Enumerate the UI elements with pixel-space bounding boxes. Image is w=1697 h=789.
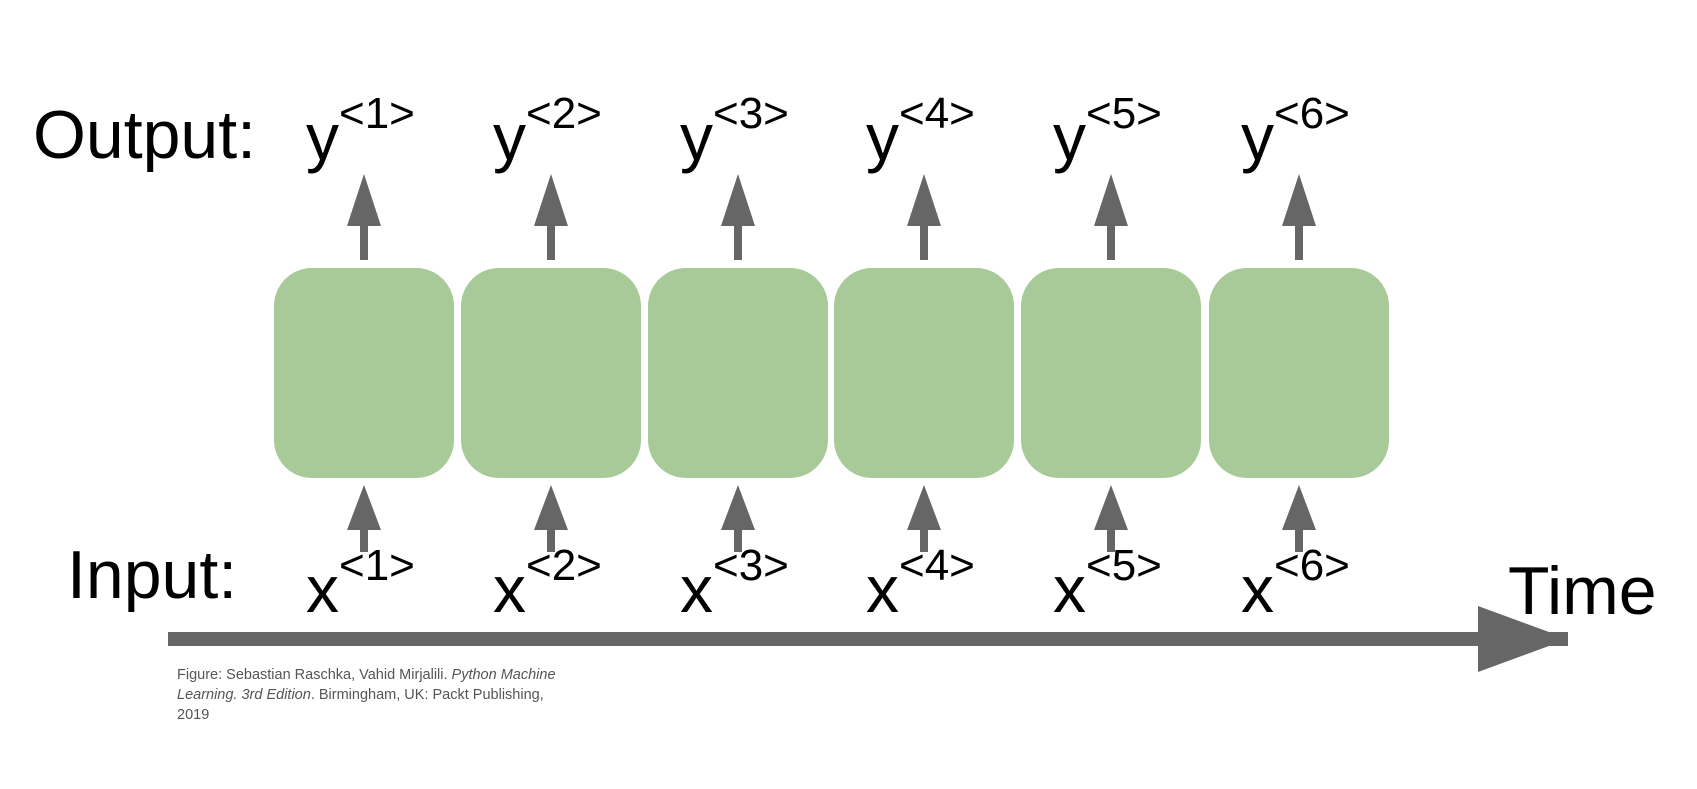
output-symbol: y<5> xyxy=(1053,89,1162,174)
rnn-cell xyxy=(274,268,454,478)
input-symbol: x<2> xyxy=(493,541,602,626)
output-symbol-base: y xyxy=(1053,100,1086,174)
rnn-cell xyxy=(834,268,1014,478)
output-symbol-superscript: <3> xyxy=(713,89,789,138)
output-symbol: y<2> xyxy=(493,89,602,174)
input-symbol: x<5> xyxy=(1053,541,1162,626)
time-step: y<5>x<5> xyxy=(1021,89,1201,626)
output-label: Output: xyxy=(33,97,256,173)
time-axis-label: Time xyxy=(1508,553,1657,629)
output-symbol: y<4> xyxy=(866,89,975,174)
time-step: y<3>x<3> xyxy=(648,89,828,626)
input-symbol-base: x xyxy=(306,552,339,626)
output-arrow xyxy=(1282,174,1316,260)
input-symbol: x<4> xyxy=(866,541,975,626)
time-step: y<6>x<6> xyxy=(1209,89,1389,626)
input-arrow xyxy=(347,485,381,552)
input-symbol-base: x xyxy=(866,552,899,626)
time-axis-arrow xyxy=(168,606,1568,672)
caption-authors: Figure: Sebastian Raschka, Vahid Mirjali… xyxy=(177,667,452,683)
input-symbol-superscript: <4> xyxy=(899,541,975,590)
input-label: Input: xyxy=(67,537,237,613)
output-symbol: y<3> xyxy=(680,89,789,174)
caption-book-title: Python Machine Learning. 3rd Edition xyxy=(177,667,556,703)
output-symbol: y<1> xyxy=(306,89,415,174)
output-symbol-base: y xyxy=(493,100,526,174)
output-symbol-superscript: <2> xyxy=(526,89,602,138)
input-symbol: x<3> xyxy=(680,541,789,626)
input-symbol-superscript: <6> xyxy=(1274,541,1350,590)
output-symbol-base: y xyxy=(1241,100,1274,174)
input-arrow xyxy=(1282,485,1316,552)
output-symbol: y<6> xyxy=(1241,89,1350,174)
input-symbol-superscript: <3> xyxy=(713,541,789,590)
input-symbol: x<1> xyxy=(306,541,415,626)
input-symbol-superscript: <5> xyxy=(1086,541,1162,590)
output-arrow xyxy=(907,174,941,260)
time-step: y<1>x<1> xyxy=(274,89,454,626)
input-symbol-base: x xyxy=(1053,552,1086,626)
input-arrow xyxy=(534,485,568,552)
output-arrow xyxy=(721,174,755,260)
input-symbol-base: x xyxy=(493,552,526,626)
figure-caption: Figure: Sebastian Raschka, Vahid Mirjali… xyxy=(177,665,577,725)
time-step: y<4>x<4> xyxy=(834,89,1014,626)
time-step: y<2>x<2> xyxy=(461,89,641,626)
output-symbol-superscript: <1> xyxy=(339,89,415,138)
output-arrow xyxy=(534,174,568,260)
input-arrow xyxy=(721,485,755,552)
output-arrow xyxy=(1094,174,1128,260)
input-symbol: x<6> xyxy=(1241,541,1350,626)
rnn-cell xyxy=(461,268,641,478)
input-arrow xyxy=(907,485,941,552)
input-arrow xyxy=(1094,485,1128,552)
rnn-cell xyxy=(1209,268,1389,478)
rnn-cell xyxy=(648,268,828,478)
input-symbol-base: x xyxy=(680,552,713,626)
input-symbol-superscript: <2> xyxy=(526,541,602,590)
output-symbol-superscript: <5> xyxy=(1086,89,1162,138)
rnn-cell xyxy=(1021,268,1201,478)
time-steps: y<1>x<1>y<2>x<2>y<3>x<3>y<4>x<4>y<5>x<5>… xyxy=(274,89,1389,626)
output-symbol-base: y xyxy=(866,100,899,174)
output-arrow xyxy=(347,174,381,260)
output-symbol-superscript: <4> xyxy=(899,89,975,138)
input-symbol-superscript: <1> xyxy=(339,541,415,590)
output-symbol-base: y xyxy=(306,100,339,174)
output-symbol-base: y xyxy=(680,100,713,174)
output-symbol-superscript: <6> xyxy=(1274,89,1350,138)
input-symbol-base: x xyxy=(1241,552,1274,626)
caption-publisher: . Birmingham, UK: Packt Publishing, 2019 xyxy=(177,687,544,723)
